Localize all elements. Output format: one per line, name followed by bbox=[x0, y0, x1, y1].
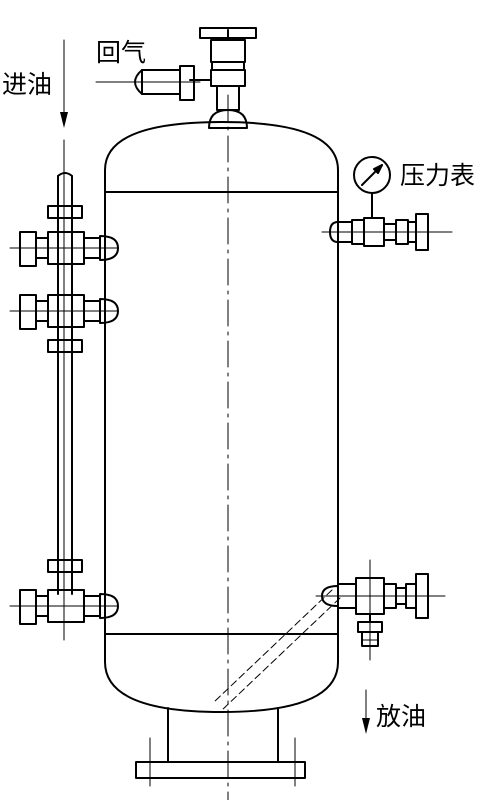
return-gas-label: 回气 bbox=[96, 38, 147, 67]
drain-arrow bbox=[362, 689, 370, 734]
return-gas-valve bbox=[95, 27, 257, 129]
drain-valve bbox=[315, 559, 446, 661]
inlet-arrow bbox=[60, 39, 68, 128]
gauge-valve-lower bbox=[9, 589, 119, 625]
tank-body bbox=[104, 121, 339, 713]
gauge-valve-middle bbox=[9, 294, 119, 330]
level-gauge bbox=[47, 139, 83, 641]
pressure-gauge-assembly bbox=[321, 156, 453, 251]
inlet-label: 进油 bbox=[2, 70, 53, 99]
drain-label: 放油 bbox=[376, 702, 427, 731]
base-support bbox=[135, 707, 306, 787]
gauge-valve-upper bbox=[9, 231, 119, 267]
internal-drain-pipe bbox=[213, 589, 341, 711]
pressure-gauge-label: 压力表 bbox=[400, 161, 476, 190]
